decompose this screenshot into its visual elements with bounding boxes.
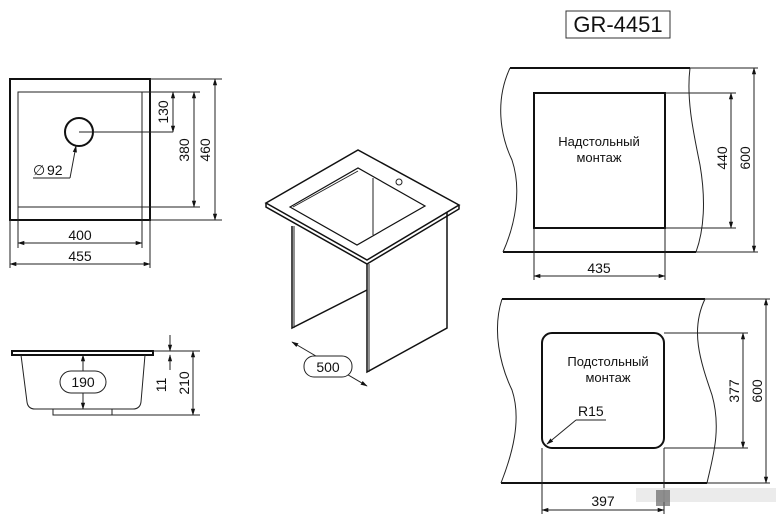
mount-label-line2: монтаж: [576, 150, 621, 165]
sink-bowl-outline: [17, 91, 143, 208]
depth-label: 190: [71, 374, 95, 390]
cabinet-width-label: 500: [316, 359, 340, 375]
inner-height-label: 380: [176, 138, 192, 162]
outer-width-label: 455: [68, 248, 92, 264]
undermount-label-line2: монтаж: [585, 370, 630, 385]
cutout-width-label-under: 397: [591, 493, 615, 509]
cutout-height-label-under: 377: [726, 379, 742, 403]
hole-offset-label: 130: [155, 100, 171, 124]
side-view: 190 11 210: [11, 335, 200, 416]
mount-label-line1: Надстольный: [558, 134, 640, 149]
model-title-text: GR-4451: [573, 12, 662, 37]
model-title: GR-4451: [565, 10, 671, 39]
isometric-view: 500: [264, 149, 461, 387]
outer-height-label: 460: [197, 138, 213, 162]
sink-rim: [11, 350, 154, 356]
hole-diameter-label: 92: [47, 162, 63, 178]
cutout-width-label-top: 435: [587, 260, 611, 276]
total-height-label: 210: [176, 371, 192, 395]
counter-depth-label-top: 600: [737, 146, 753, 170]
counter-depth-label-under: 600: [749, 379, 765, 403]
drain-base: [52, 408, 113, 416]
cutout-outline-under: [541, 332, 665, 449]
corner-radius-label: R15: [578, 403, 604, 419]
top-view: ∅ 92 130 380 460 400 455: [9, 78, 222, 268]
countertop-mount-view: Надстольный монтаж 440 600 435: [500, 67, 758, 280]
undermount-label-line1: Подстольный: [567, 354, 648, 369]
hole-diameter-symbol: ∅: [33, 162, 45, 178]
cutout-outline-top: [533, 92, 666, 229]
inner-width-label: 400: [68, 227, 92, 243]
undermount-view: Подстольный монтаж R15 377 600 397: [496, 298, 776, 514]
sink-outer-outline: [9, 78, 151, 221]
cutout-height-label-top: 440: [714, 146, 730, 170]
rim-thickness-label: 11: [153, 378, 169, 393]
